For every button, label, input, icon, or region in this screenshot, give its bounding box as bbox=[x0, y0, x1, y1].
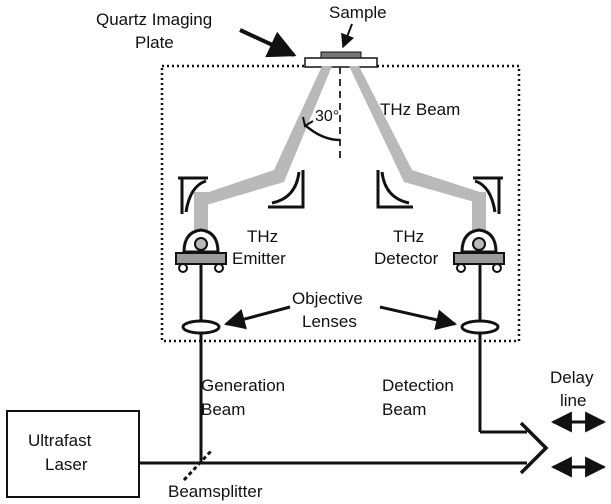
delay-line-reflector bbox=[519, 421, 549, 475]
ultrafast-laser-label-2: Laser bbox=[45, 455, 88, 474]
thz-beam-right-down bbox=[472, 192, 486, 238]
left-inner-mirror bbox=[268, 170, 305, 209]
thz-detector-label-2: Detector bbox=[374, 249, 439, 268]
detection-beam-label-1: Detection bbox=[382, 376, 454, 395]
thz-emitter-label-2: Emitter bbox=[232, 249, 286, 268]
left-outer-mirror bbox=[178, 176, 208, 214]
objective-pointer-right bbox=[379, 305, 458, 331]
right-outer-mirror bbox=[473, 176, 503, 214]
thz-beam-left bbox=[197, 66, 332, 206]
generation-beam-label-1: Generation bbox=[201, 376, 285, 395]
beamsplitter-label: Beamsplitter bbox=[168, 482, 263, 501]
angle-label: 30° bbox=[315, 108, 339, 125]
sample-label: Sample bbox=[329, 3, 387, 22]
sample-pointer-arrow bbox=[341, 23, 355, 49]
delay-line-label-1: Delay bbox=[550, 368, 594, 387]
thz-beam-label: THz Beam bbox=[380, 100, 460, 119]
sample bbox=[320, 51, 362, 59]
thz-emitter-label-1: THz bbox=[247, 227, 278, 246]
objective-pointer-left bbox=[223, 305, 291, 330]
objective-lenses-label-1: Objective bbox=[292, 289, 363, 308]
ultrafast-laser-box bbox=[6, 410, 140, 498]
generation-beam-label-2: Beam bbox=[201, 400, 245, 419]
quartz-plate-label-2: Plate bbox=[135, 33, 174, 52]
thz-beam-right bbox=[349, 66, 483, 203]
thz-detector-label-1: THz bbox=[393, 227, 424, 246]
right-inner-mirror bbox=[376, 170, 413, 209]
thz-beam-left-down bbox=[194, 192, 208, 238]
ultrafast-laser-label-1: Ultrafast bbox=[28, 431, 92, 450]
quartz-plate-label-1: Quartz Imaging bbox=[96, 10, 212, 29]
objective-lens-left bbox=[181, 319, 221, 335]
beamsplitter bbox=[182, 448, 214, 482]
objective-lens-right bbox=[460, 319, 500, 335]
angle-arc bbox=[304, 124, 341, 142]
angle-arc-head bbox=[302, 116, 314, 128]
quartz-imaging-plate bbox=[304, 57, 378, 68]
thz-detector bbox=[453, 228, 505, 273]
enclosure-box bbox=[160, 64, 521, 343]
quartz-pointer-arrow bbox=[239, 28, 297, 58]
delay-line-label-2: line bbox=[560, 391, 586, 410]
objective-lenses-label-2: Lenses bbox=[302, 312, 357, 331]
detection-beam-label-2: Beam bbox=[382, 400, 426, 419]
